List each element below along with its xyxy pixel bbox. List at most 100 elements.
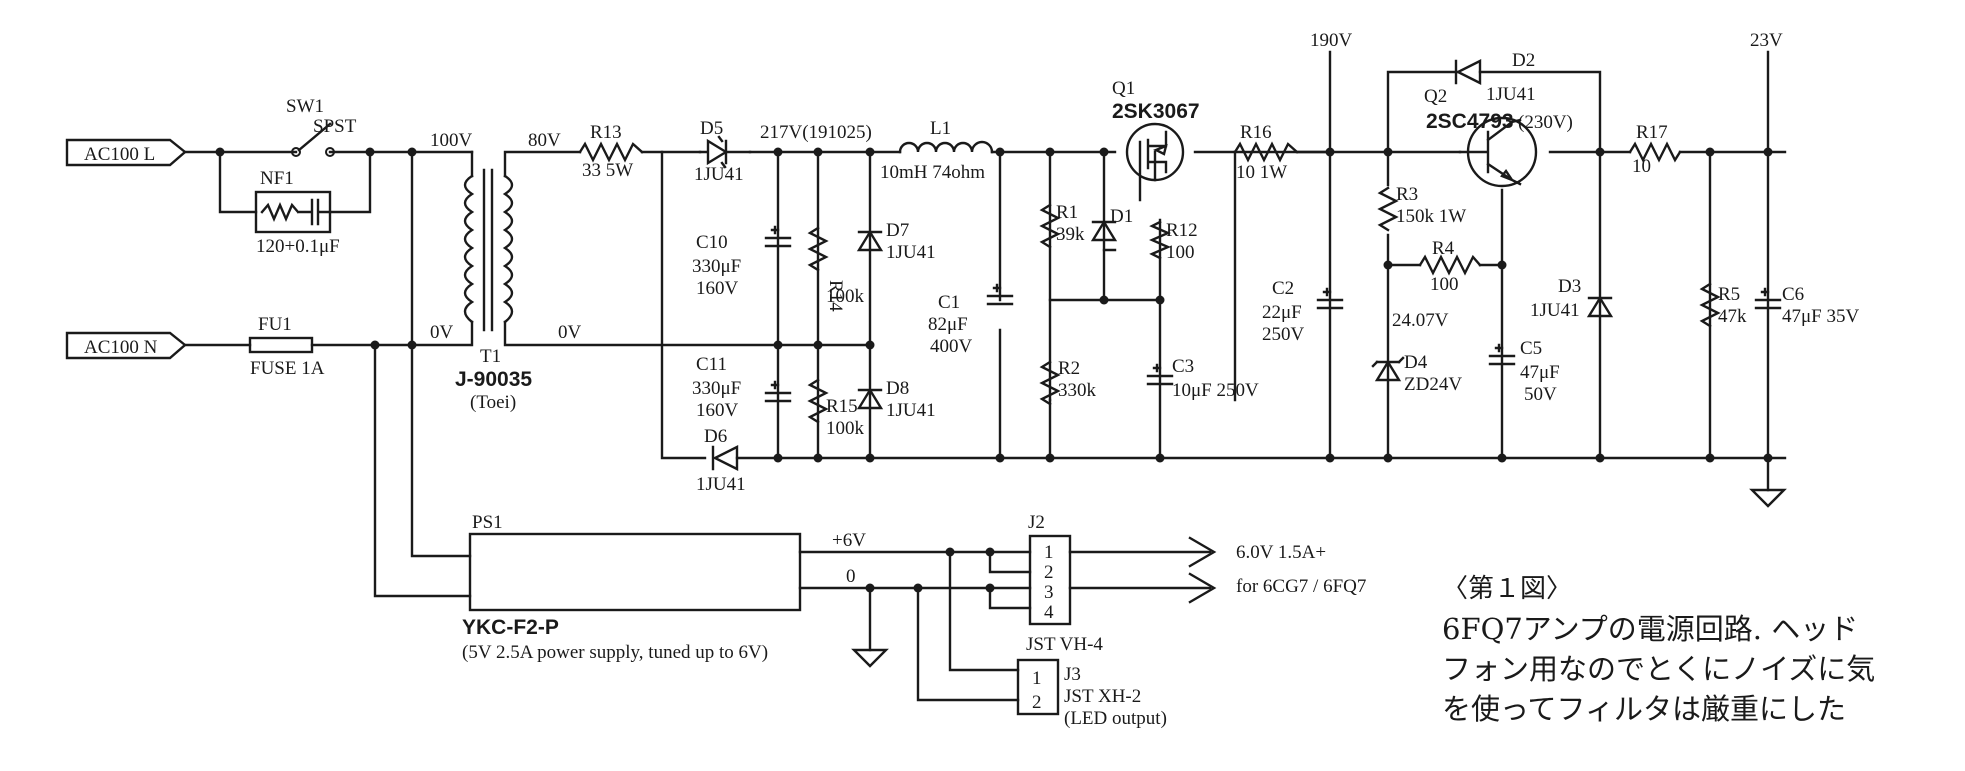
r14-ref: R14 <box>825 280 846 312</box>
j2-pin-4: 4 <box>1044 602 1054 623</box>
ps1-plus: +6V <box>832 530 866 551</box>
ac-n-terminal: AC100 N <box>65 331 187 360</box>
nf1-value: 120+0.1μF <box>256 236 340 257</box>
c10-ref: C10 <box>696 232 728 253</box>
c1-capacitor: C1 82μF 400V <box>928 283 1014 357</box>
t1-ref: T1 <box>480 346 501 367</box>
r12-ref: R12 <box>1166 220 1198 241</box>
q1-part: 2SK3067 <box>1112 100 1200 123</box>
c1-v2: 400V <box>930 336 973 357</box>
ground-symbol-b-plus <box>1749 488 1787 508</box>
junction-dots <box>215 147 1773 593</box>
j2-pin-3: 3 <box>1044 582 1054 603</box>
r12-value: 100 <box>1166 242 1195 263</box>
c3-value: 10μF 250V <box>1172 380 1259 401</box>
t1-sec-label: 80V <box>528 130 561 151</box>
j3-connector: J3 1 2 JST XH-2 (LED output) <box>1016 658 1167 729</box>
figure-caption-line-2: フォン用なのでとくにノイズに気 <box>1442 652 1876 686</box>
r12-resistor: R12 100 <box>1149 220 1198 263</box>
r5-ref: R5 <box>1718 284 1740 305</box>
r4-value: 100 <box>1430 274 1459 295</box>
r5-value: 47k <box>1718 306 1747 327</box>
r3-ref: R3 <box>1396 184 1418 205</box>
c5-ref: C5 <box>1520 338 1542 359</box>
r3-value: 150k 1W <box>1396 206 1466 227</box>
sw1-ref: SW1 <box>286 96 324 117</box>
ac-l-terminal: AC100 L <box>65 138 187 167</box>
node-23v-label: 23V <box>1750 30 1783 51</box>
l1-value: 10mH 74ohm <box>880 162 985 183</box>
c2-v1: 22μF <box>1262 302 1302 323</box>
c6-capacitor: C6 47μF 35V <box>1754 284 1860 327</box>
d2-diode: D2 1JU41 <box>1454 50 1536 105</box>
r17-resistor: R17 10 <box>1628 122 1682 177</box>
l1-inductor: L1 10mH 74ohm <box>880 118 994 183</box>
d7-diode: D7 1JU41 <box>856 220 936 263</box>
d1-diode: D1 <box>1090 206 1133 242</box>
nf1-filter: NF1 120+0.1μF <box>254 168 340 257</box>
output-line-2: for 6CG7 / 6FQ7 <box>1236 576 1366 597</box>
r15-ref: R15 <box>826 396 858 417</box>
c11-capacitor: C11 330μF 160V <box>692 354 792 421</box>
d2-value: 1JU41 <box>1486 84 1536 105</box>
figure-caption-line-1: 6FQ7アンプの電源回路. ヘッド <box>1442 612 1859 646</box>
output-line-1: 6.0V 1.5A+ <box>1236 542 1326 563</box>
r17-ref: R17 <box>1636 122 1668 143</box>
r5-resistor: R5 47k <box>1699 282 1747 328</box>
d8-ref: D8 <box>886 378 909 399</box>
r2-resistor: R2 330k <box>1039 358 1097 406</box>
j2-pin-2: 2 <box>1044 562 1054 583</box>
d5-ref: D5 <box>700 118 723 139</box>
c3-ref: C3 <box>1172 356 1194 377</box>
c6-ref: C6 <box>1782 284 1804 305</box>
r15-value: 100k <box>826 418 865 439</box>
q2-transistor: Q2 2SC4793 (230V) <box>1424 86 1573 188</box>
r16-value: 10 1W <box>1236 162 1287 183</box>
q2-ref: Q2 <box>1424 86 1447 107</box>
d4-value: ZD24V <box>1404 374 1462 395</box>
r13-ref: R13 <box>590 122 622 143</box>
j2-pin-1: 1 <box>1044 542 1054 563</box>
r14-resistor: R14 100k <box>807 226 865 312</box>
t1-maker: (Toei) <box>470 392 516 413</box>
c5-v1: 47μF <box>1520 362 1560 383</box>
d5-value: 1JU41 <box>694 164 744 185</box>
ground-symbol-6v <box>851 648 889 668</box>
node-217v-label: 217V(191025) <box>760 122 872 143</box>
r15-resistor: R15 100k <box>807 378 865 439</box>
ac-n-label: AC100 N <box>84 337 158 358</box>
wires <box>183 50 1787 702</box>
c11-v1: 330μF <box>692 378 741 399</box>
ps1-power-supply: PS1 +6V 0 YKC-F2-P (5V 2.5A power supply… <box>462 512 866 663</box>
d3-diode: D3 1JU41 <box>1530 276 1614 321</box>
d6-value: 1JU41 <box>696 474 746 495</box>
r16-resistor: R16 10 1W <box>1233 122 1332 183</box>
j3-ref: J3 <box>1064 664 1081 685</box>
c5-capacitor: C5 47μF 50V <box>1488 338 1560 405</box>
c1-v1: 82μF <box>928 314 968 335</box>
d6-diode: D6 1JU41 <box>696 426 746 495</box>
c2-v2: 250V <box>1262 324 1305 345</box>
d4-ref: D4 <box>1404 352 1428 373</box>
d7-value: 1JU41 <box>886 242 936 263</box>
ps1-part: YKC-F2-P <box>462 616 559 639</box>
d5-diode: D5 1JU41 <box>694 118 752 185</box>
d3-value: 1JU41 <box>1530 300 1580 321</box>
t1-sec0-label: 0V <box>558 322 582 343</box>
j2-part: JST VH-4 <box>1026 634 1103 655</box>
r17-value: 10 <box>1632 156 1651 177</box>
output-arrows: 6.0V 1.5A+ for 6CG7 / 6FQ7 <box>1188 536 1366 604</box>
c11-ref: C11 <box>696 354 727 375</box>
r4-resistor: R4 100 <box>1418 238 1482 295</box>
t1-pri-label: 100V <box>430 130 473 151</box>
c1-ref: C1 <box>938 292 960 313</box>
t1-transformer: 100V 0V 80V 0V T1 J-90035 (Toei) <box>430 130 582 413</box>
r1-resistor: R1 39k <box>1039 202 1085 249</box>
nf1-ref: NF1 <box>260 168 294 189</box>
c2-ref: C2 <box>1272 278 1294 299</box>
d8-value: 1JU41 <box>886 400 936 421</box>
r3-resistor: R3 150k 1W <box>1377 184 1466 232</box>
t1-part: J-90035 <box>455 368 532 391</box>
fu1-value: FUSE 1A <box>250 358 325 379</box>
